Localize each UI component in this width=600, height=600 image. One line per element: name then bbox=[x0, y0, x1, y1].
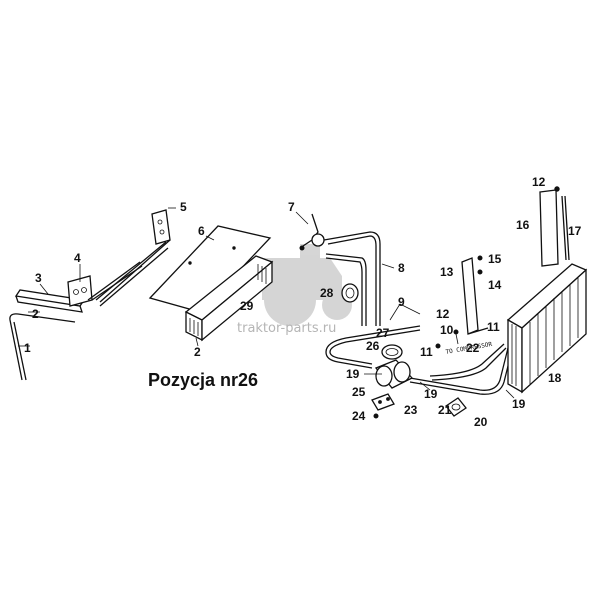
part-27-clamp bbox=[381, 344, 403, 360]
part-6-panel bbox=[148, 225, 272, 313]
part-13-bracket bbox=[435, 255, 489, 349]
part-9-hoses bbox=[325, 325, 515, 395]
part-18-condenser bbox=[506, 263, 588, 394]
callout-12b: 12 bbox=[532, 175, 546, 189]
callout-3: 3 bbox=[35, 271, 42, 285]
callout-11: 11 bbox=[420, 345, 433, 359]
callout-23: 23 bbox=[404, 403, 418, 417]
callout-1: 1 bbox=[24, 341, 31, 355]
callout-24: 24 bbox=[352, 409, 366, 423]
part-21-clamp bbox=[445, 397, 467, 417]
callout-13: 13 bbox=[440, 265, 454, 279]
callout-10: 10 bbox=[440, 323, 454, 337]
callout-19c: 19 bbox=[512, 397, 526, 411]
part-4-bracket-plate bbox=[67, 261, 143, 307]
callout-2: 2 bbox=[32, 307, 39, 321]
watermark-text: traktor-parts.ru bbox=[237, 321, 336, 336]
watermark-tractor-logo bbox=[262, 244, 352, 326]
callout-28: 28 bbox=[320, 286, 334, 300]
leader-lines bbox=[18, 207, 515, 399]
callout-2b: 2 bbox=[194, 345, 201, 359]
caption: Pozycja nr26 bbox=[148, 370, 259, 390]
callout-7: 7 bbox=[288, 200, 295, 214]
part-1-rod bbox=[9, 313, 76, 381]
callout-19b: 19 bbox=[424, 387, 438, 401]
part-8-hose bbox=[323, 231, 381, 326]
callout-16: 16 bbox=[516, 218, 530, 232]
callout-19: 19 bbox=[346, 367, 360, 381]
callout-21: 21 bbox=[438, 403, 452, 417]
callout-5: 5 bbox=[180, 200, 187, 214]
callout-6: 6 bbox=[198, 224, 205, 238]
callout-27: 27 bbox=[376, 326, 390, 340]
callout-18: 18 bbox=[548, 371, 562, 385]
callout-22: 22 bbox=[466, 341, 480, 355]
part-16-bracket bbox=[539, 186, 570, 267]
callout-4: 4 bbox=[74, 251, 81, 265]
callout-14: 14 bbox=[488, 278, 502, 292]
callout-12: 12 bbox=[436, 307, 450, 321]
part-7-valve bbox=[299, 213, 325, 251]
part-25-mount-bracket bbox=[371, 393, 395, 419]
callout-20: 20 bbox=[474, 415, 488, 429]
callout-9: 9 bbox=[398, 295, 405, 309]
callout-11b: 11 bbox=[487, 320, 500, 334]
callouts: 1 2 3 4 5 6 2 7 8 9 28 29 12 10 11 26 27… bbox=[24, 175, 582, 429]
callout-8: 8 bbox=[398, 261, 405, 275]
part-28-grommet bbox=[341, 283, 359, 303]
callout-26: 26 bbox=[366, 339, 380, 353]
callout-25: 25 bbox=[352, 385, 366, 399]
callout-29: 29 bbox=[240, 299, 254, 313]
callout-15: 15 bbox=[488, 252, 502, 266]
part-29-evaporator bbox=[184, 255, 274, 342]
part-5-bracket bbox=[95, 209, 171, 307]
part-26-receiver-drier bbox=[374, 359, 414, 389]
callout-17: 17 bbox=[568, 224, 582, 238]
